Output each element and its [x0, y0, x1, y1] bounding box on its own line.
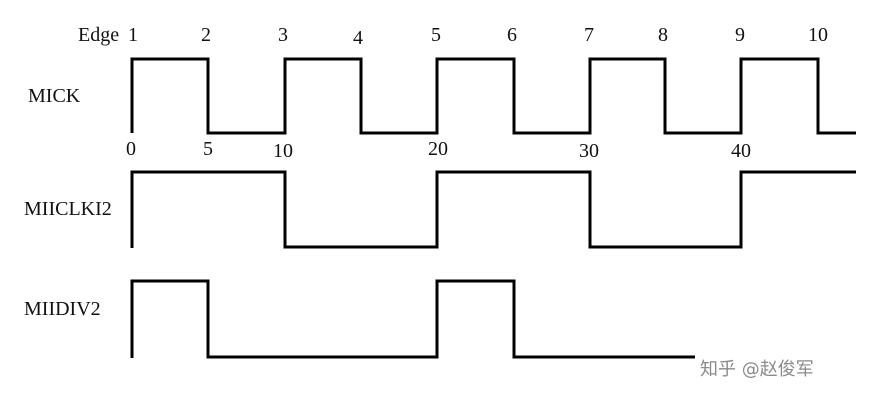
- edge-number-7: 7: [584, 24, 594, 46]
- waveform-miidiv2: [130, 279, 695, 359]
- time-label-30: 30: [579, 140, 599, 162]
- edge-number-6: 6: [507, 24, 517, 46]
- signal-name-miidiv2: MIIDIV2: [24, 298, 101, 320]
- edge-number-1: 1: [128, 24, 138, 46]
- edge-labels: Edge 1 2 3 4 5 6 7 8 9 10: [78, 24, 828, 49]
- time-label-20: 20: [428, 138, 448, 160]
- edge-number-9: 9: [735, 24, 745, 46]
- edge-number-5: 5: [431, 24, 441, 46]
- edge-label-prefix: Edge: [78, 24, 119, 46]
- time-label-10: 10: [273, 140, 293, 162]
- time-label-5: 5: [203, 138, 213, 160]
- edge-number-3: 3: [278, 24, 288, 46]
- time-label-0: 0: [126, 138, 136, 160]
- edge-number-10: 10: [808, 24, 828, 46]
- edge-number-2: 2: [201, 24, 211, 46]
- time-labels: 0 5 10 20 30 40: [126, 138, 751, 162]
- edge-number-4: 4: [353, 27, 363, 49]
- signal-name-mick: MICK: [28, 85, 81, 107]
- waveform-mick: [130, 57, 856, 135]
- time-label-40: 40: [731, 140, 751, 162]
- edge-number-8: 8: [658, 24, 668, 46]
- signal-name-miiclki2: MIICLKI2: [24, 198, 112, 220]
- waveform-miiclki2: [130, 170, 856, 249]
- watermark: 知乎 @赵俊军: [700, 359, 814, 380]
